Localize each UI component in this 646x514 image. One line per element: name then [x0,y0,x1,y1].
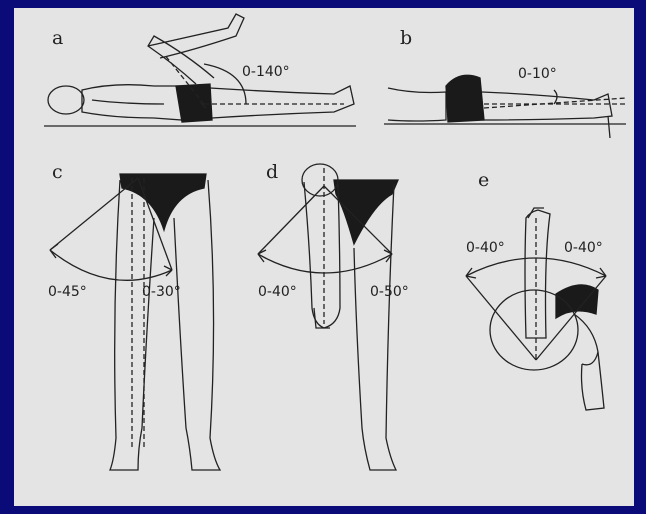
panel-b: b 0-10° [384,27,626,138]
panel-c-letter: c [52,161,63,183]
rotation-flexed-figure-icon [258,164,398,470]
panel-d-angle-left: 0-40° [258,284,297,300]
hip-flexion-figure-icon [44,14,356,126]
panel-a-letter: a [52,27,63,49]
panel-d-angle-right: 0-50° [370,284,409,300]
hip-extension-figure-icon [384,75,626,138]
panel-d-letter: d [266,161,278,183]
panel-c: c [48,161,220,470]
panel-b-letter: b [400,27,412,49]
panel-b-angle: 0-10° [518,66,557,82]
panel-e-angle-left: 0-40° [466,240,505,256]
range-of-motion-figure: a [14,8,634,506]
panel-d: d [258,161,409,470]
panel-e: e [466,169,606,410]
rotation-prone-figure-icon [466,208,606,410]
figure-illustration: a [14,8,634,506]
abduction-adduction-figure-icon [50,174,220,470]
panel-c-angle-right: 0-30° [142,284,181,300]
panel-e-letter: e [478,169,489,191]
panel-e-angle-right: 0-40° [564,240,603,256]
panel-a-angle: 0-140° [242,64,290,80]
panel-c-angle-left: 0-45° [48,284,87,300]
panel-a: a [44,14,356,126]
